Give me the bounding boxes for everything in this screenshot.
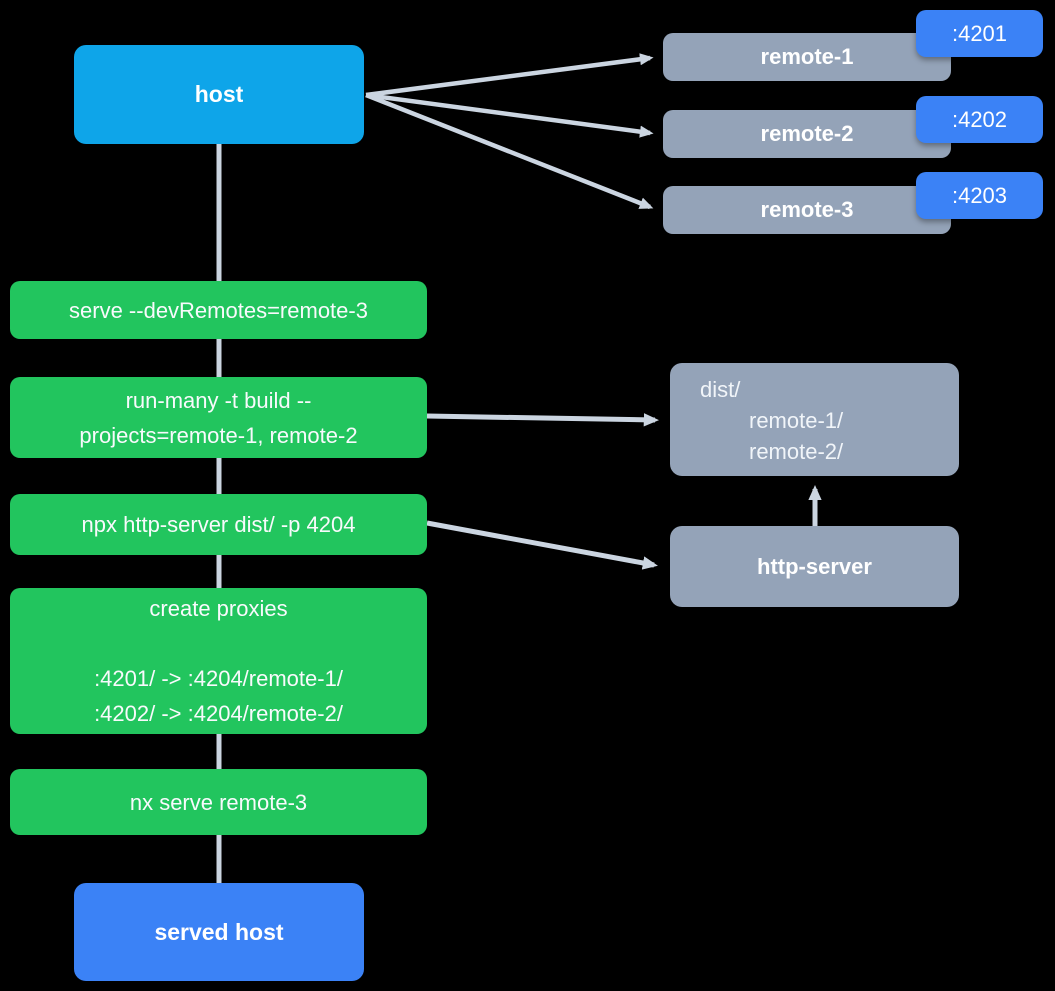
remote-2-label: remote-2 (760, 121, 854, 146)
remote-3-label: remote-3 (760, 197, 854, 222)
served-host-node: served host (74, 883, 364, 981)
remote-1-node: remote-1 (663, 33, 951, 81)
step-serve-node: serve --devRemotes=remote-3 (10, 281, 427, 339)
host-node: host (74, 45, 364, 144)
proxy-rule-2: :4202/ -> :4204/remote-2/ (94, 701, 343, 726)
port-badge-4203: :4203 (916, 172, 1043, 219)
proxy-rule-1: :4201/ -> :4204/remote-1/ (94, 666, 343, 691)
dist-folder-label: dist/ (700, 377, 741, 402)
remote-3-node: remote-3 (663, 186, 951, 234)
port-badge-4201: :4201 (916, 10, 1043, 57)
step-create-proxies-node: create proxies :4201/ -> :4204/remote-1/… (10, 588, 427, 734)
host-to-remote-3-arrow (365, 92, 654, 210)
step-serve-label: serve --devRemotes=remote-3 (69, 297, 368, 323)
port-4203-label: :4203 (951, 182, 1008, 208)
dist-remote-1-label: remote-1/ (749, 408, 844, 433)
served-host-label: served host (154, 918, 284, 945)
host-to-remote-2-arrow (365, 92, 654, 138)
http-server-node: http-server (670, 526, 959, 607)
npx-to-http-server-arrow (426, 520, 658, 570)
port-4201-label: :4201 (951, 20, 1008, 46)
step-nx-serve-node: nx serve remote-3 (10, 769, 427, 835)
create-proxies-title: create proxies (149, 596, 288, 621)
step-http-server-command-label: npx http-server dist/ -p 4204 (81, 512, 356, 537)
run-many-to-dist-arrow (426, 413, 659, 427)
dist-folder-node: dist/ remote-1/ remote-2/ (670, 363, 959, 476)
host-label: host (194, 81, 244, 107)
step-http-server-command-node: npx http-server dist/ -p 4204 (10, 494, 427, 555)
port-badge-4202: :4202 (916, 96, 1043, 143)
http-server-label: http-server (757, 553, 872, 579)
step-run-many-line-1: run-many -t build -- (125, 387, 312, 413)
step-run-many-line-2: projects=remote-1, remote-2 (79, 422, 358, 448)
step-run-many-node: run-many -t build -- projects=remote-1, … (10, 377, 427, 458)
remote-1-label: remote-1 (760, 44, 854, 69)
host-to-remote-1-arrow (365, 53, 654, 98)
dist-remote-2-label: remote-2/ (749, 439, 844, 464)
port-4202-label: :4202 (951, 106, 1008, 132)
step-nx-serve-label: nx serve remote-3 (129, 789, 308, 815)
remote-2-node: remote-2 (663, 110, 951, 158)
